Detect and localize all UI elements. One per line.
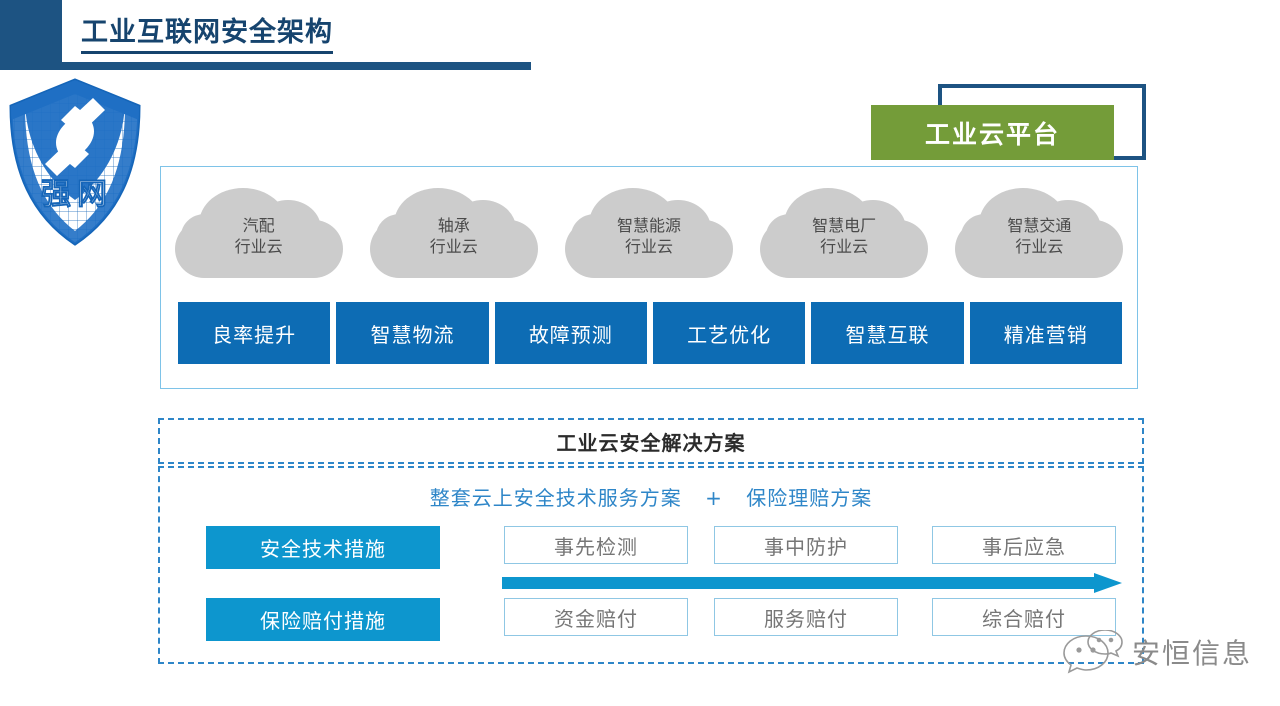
wechat-icon: [1063, 629, 1123, 674]
cloud-shape: [840, 200, 907, 258]
watermark: 安恒信息: [1060, 629, 1272, 686]
cloud-label: 智慧电厂 行业云: [812, 215, 877, 256]
shield-logo: 强 网: [5, 76, 145, 251]
cloud-shape: [644, 200, 711, 258]
cloud-shape: [180, 214, 229, 258]
capability-button-guzhang[interactable]: 故障预测: [494, 302, 647, 364]
capability-button-gongyi[interactable]: 工艺优化: [652, 302, 806, 364]
solution-body-box: 整套云上安全技术服务方案 + 保险理赔方案 安全技术措施 保险赔付措施 事先检测…: [158, 466, 1144, 664]
cloud-shape: [1035, 200, 1102, 258]
industry-cloud-item[interactable]: 智慧能源 行业云: [564, 188, 733, 284]
industry-cloud-row: 汽配 行业云 轴承 行业云 智慧能源: [161, 181, 1137, 291]
cloud-label: 智慧能源 行业云: [616, 215, 681, 256]
timeline-arrow-icon: [502, 573, 1122, 593]
svg-text:强: 强: [41, 177, 71, 212]
cloud-shape: [254, 200, 321, 258]
chip-comprehensive-compensation[interactable]: 综合赔付: [932, 598, 1116, 636]
svg-text:网: 网: [77, 177, 107, 212]
header-accent-block: [0, 0, 62, 70]
cloud-shape: [375, 214, 424, 258]
industry-cloud-item[interactable]: 智慧交通 行业云: [955, 188, 1124, 284]
capability-button-row: 良率提升 智慧物流 故障预测 工艺优化 智慧互联 精准营销: [178, 302, 1122, 364]
solution-title: 工业云安全解决方案: [556, 430, 746, 455]
capability-button-liangshuai[interactable]: 良率提升: [178, 302, 331, 364]
industry-cloud-item[interactable]: 智慧电厂 行业云: [760, 188, 929, 284]
cloud-label: 轴承 行业云: [429, 215, 478, 256]
cloud-platform-container: 汽配 行业云 轴承 行业云 智慧能源: [160, 166, 1138, 389]
solution-subtitle-right: 保险理赔方案: [746, 486, 873, 510]
measure-label-insurance[interactable]: 保险赔付措施: [206, 598, 440, 641]
chip-fund-compensation[interactable]: 资金赔付: [504, 598, 688, 636]
cloud-shape: [961, 214, 1010, 258]
measure-label-security[interactable]: 安全技术措施: [206, 526, 440, 569]
solution-subtitle-plus: +: [705, 486, 723, 510]
platform-banner: 工业云平台: [871, 105, 1114, 160]
watermark-text: 安恒信息: [1132, 637, 1253, 670]
industry-cloud-item[interactable]: 汽配 行业云: [174, 188, 343, 284]
chip-in-protection[interactable]: 事中防护: [714, 526, 898, 564]
cloud-shape: [766, 214, 815, 258]
cloud-label: 汽配 行业云: [234, 215, 283, 256]
chip-post-emergency[interactable]: 事后应急: [932, 526, 1116, 564]
cloud-shape: [570, 214, 619, 258]
chip-pre-detection[interactable]: 事先检测: [504, 526, 688, 564]
capability-button-hulian[interactable]: 智慧互联: [811, 302, 964, 364]
industry-cloud-item[interactable]: 轴承 行业云: [369, 188, 538, 284]
solution-title-box: 工业云安全解决方案: [158, 418, 1144, 464]
chip-service-compensation[interactable]: 服务赔付: [714, 598, 898, 636]
header-underline-bar: [0, 62, 531, 70]
solution-subtitle: 整套云上安全技术服务方案 + 保险理赔方案: [160, 482, 1142, 511]
cloud-shape: [449, 200, 516, 258]
cloud-label: 智慧交通 行业云: [1007, 215, 1072, 256]
platform-banner-label: 工业云平台: [924, 119, 1060, 149]
capability-button-wuliu[interactable]: 智慧物流: [336, 302, 489, 364]
capability-button-yingxiao[interactable]: 精准营销: [969, 302, 1122, 364]
solution-subtitle-left: 整套云上安全技术服务方案: [429, 486, 682, 510]
page-title: 工业互联网安全架构: [81, 17, 333, 55]
